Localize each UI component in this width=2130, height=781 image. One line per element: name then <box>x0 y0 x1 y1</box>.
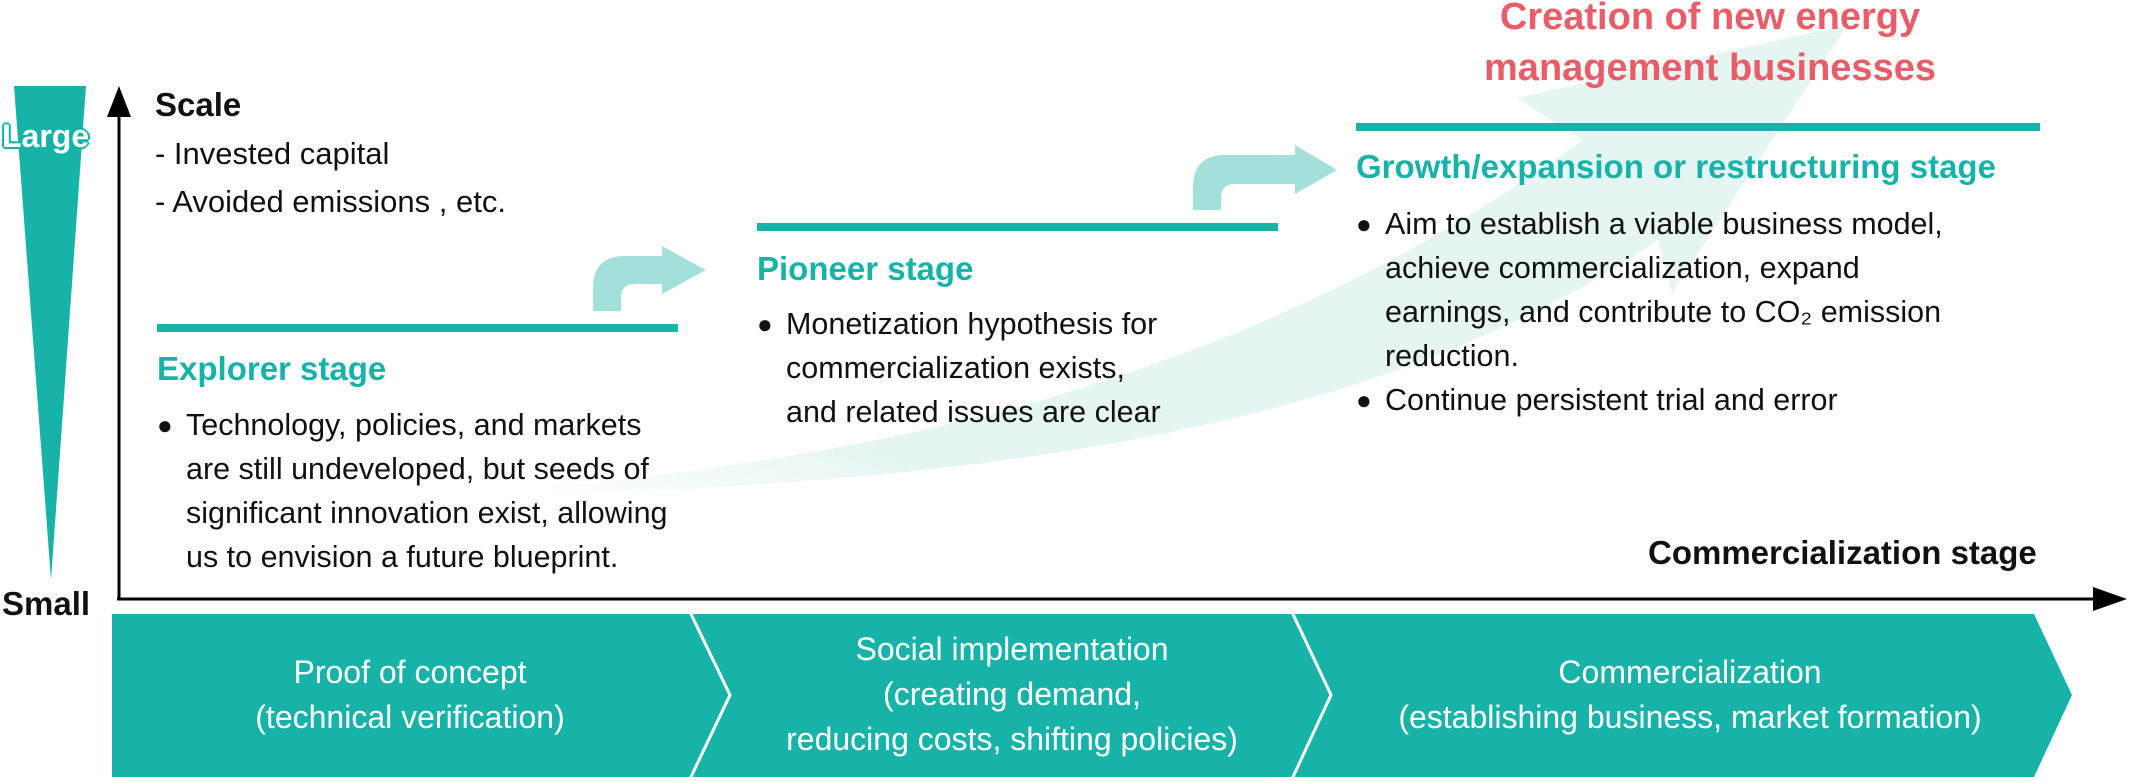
bullet-icon: ● <box>757 309 773 339</box>
y-axis-arrowhead-icon <box>107 86 131 117</box>
pioneer-stage-bullets: ● Monetization hypothesis for commercial… <box>757 302 1161 434</box>
scale-item-avoided-emissions: - Avoided emissions , etc. <box>155 184 506 219</box>
goal-line-2: management businesses <box>1484 47 1936 89</box>
growth-stage-bullets: ● Aim to establish a viable business mod… <box>1356 202 1943 422</box>
bullet-item: ● Continue persistent trial and error <box>1356 378 1943 422</box>
step-arrow-1-icon <box>593 246 706 311</box>
x-axis-title: Commercialization stage <box>1648 534 2037 571</box>
explorer-stage-bar <box>157 324 678 332</box>
phase-divider-2 <box>1290 611 1333 780</box>
phase-commercialization: Commercialization (establishing business… <box>1398 654 1982 735</box>
scale-item-invested-capital: - Invested capital <box>155 136 390 171</box>
phase-band <box>112 614 2072 777</box>
phase-proof-of-concept: Proof of concept (technical verification… <box>255 654 565 735</box>
bullet-icon: ● <box>1356 385 1372 415</box>
pioneer-stage-bar <box>757 223 1278 231</box>
explorer-stage-bullets: ● Technology, policies, and markets are … <box>157 403 668 579</box>
scale-wedge-icon <box>14 86 86 580</box>
big-growth-arrow-icon <box>520 25 1847 492</box>
bullet-item: ● Monetization hypothesis for commercial… <box>757 302 1161 434</box>
phase-divider-1 <box>688 611 732 780</box>
bullet-icon: ● <box>157 410 173 440</box>
scale-title: Scale <box>155 86 242 123</box>
explorer-stage-title: Explorer stage <box>157 350 387 387</box>
x-axis-arrowhead-icon <box>2093 587 2127 611</box>
growth-stage-bar <box>1356 123 2040 131</box>
growth-stage-title: Growth/expansion or restructuring stage <box>1356 148 1996 185</box>
large-label: Large <box>2 118 90 154</box>
bullet-icon: ● <box>1356 209 1372 239</box>
step-arrow-2-icon <box>1193 145 1337 210</box>
bullet-item: ● Aim to establish a viable business mod… <box>1356 202 1943 378</box>
phase-social-implementation: Social implementation (creating demand, … <box>786 631 1238 757</box>
bullet-item: ● Technology, policies, and markets are … <box>157 403 668 579</box>
goal-text: Creation of new energy management busine… <box>1460 0 1960 94</box>
goal-line-1: Creation of new energy <box>1499 0 1921 38</box>
small-label: Small <box>2 585 91 622</box>
pioneer-stage-title: Pioneer stage <box>757 250 974 287</box>
